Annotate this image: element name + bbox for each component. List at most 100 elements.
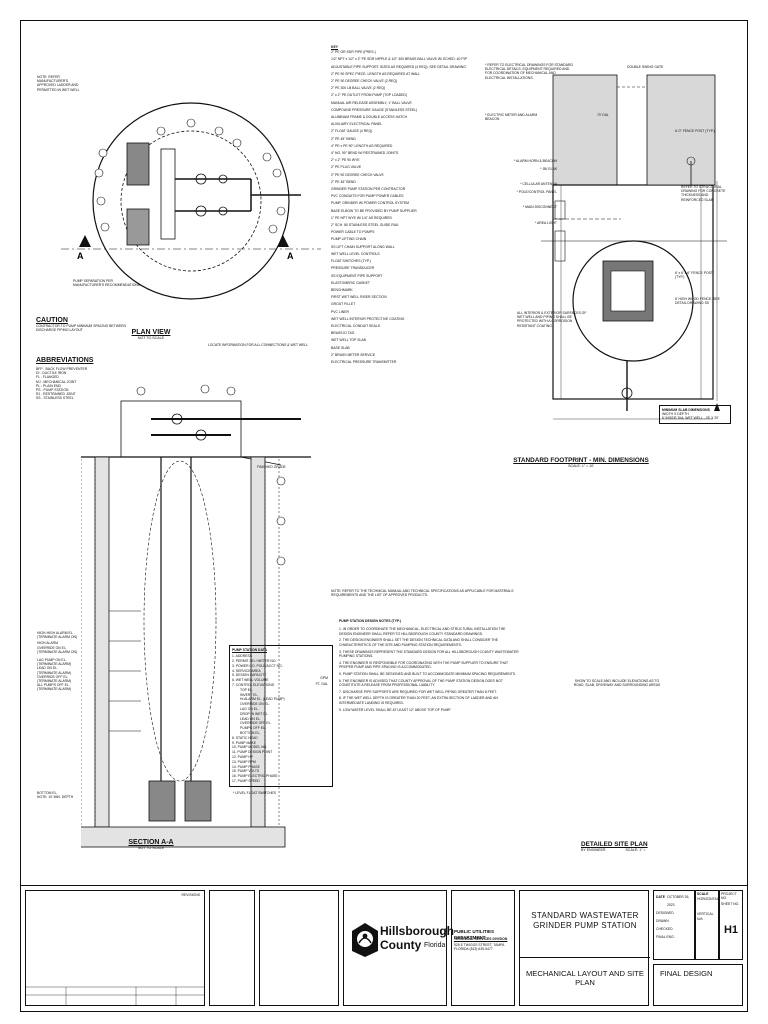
plan-view-label: PLAN VIEW NOT TO SCALE	[121, 329, 181, 340]
data-row: PUMPS OFF EL.	[240, 726, 266, 731]
site-plan-scale: SCALE: 1" =	[625, 848, 646, 852]
abbrev-item: DI - DUCTILE IRON	[36, 371, 67, 376]
section-label: SECTION A-A NOT TO SCALE	[111, 839, 191, 850]
plan-view-title: PLAN VIEW	[131, 329, 171, 336]
revisions-box: REVISIONS	[25, 890, 205, 1006]
county-logo-box: Hillsborough County Florida	[343, 890, 454, 1006]
site-plan-label: DETAILED SITE PLAN BY ENGINEER SCALE: 1"…	[581, 841, 681, 852]
key-item: 2" PE 45" BEND	[331, 136, 356, 141]
data-row: BOTTOM EL.	[240, 730, 261, 735]
data-row: TOP EL.	[240, 687, 253, 692]
key-item: 2" PE 300 LB BALL VALVE (2 REQ)	[331, 86, 386, 91]
footprint-label: * ALARM HORN & BEACON	[513, 159, 557, 163]
slab-box-line: WIDTH X DEPTH	[662, 412, 689, 417]
sheet-number-box: PROJECT NO. SHEET NO. H1	[719, 890, 743, 960]
key-item: COMPOUND PRESSURE GAUGE (STAINLESS STEEL…	[331, 107, 418, 112]
site-plan-title: DETAILED SITE PLAN	[581, 841, 648, 848]
seal-box-1	[209, 890, 255, 1006]
elevation-label: LEAD ON EL.	[37, 666, 58, 671]
section-title: SECTION A-A	[128, 839, 174, 846]
design-note: 1. IN ORDER TO COORDINATE THE MECHANICAL…	[339, 627, 506, 636]
data-row: OVERRIDE OFF EL.	[240, 721, 272, 726]
plan-view-scale: NOT TO SCALE	[137, 336, 165, 340]
section-scale: NOT TO SCALE	[137, 846, 165, 850]
data-row: 1. ADDRESS	[232, 654, 252, 659]
key-item: POWER CABLE TO PUMPS	[331, 230, 375, 235]
title-block: REVISIONS Hillsborough County Florida	[21, 885, 747, 1011]
slab-label: REFER TO STRUCTURAL DRAWING FOR CONCRETE…	[681, 185, 726, 202]
design-note: 9. LOW WATER LEVEL SHALL BE AT LEAST 12"…	[339, 707, 452, 712]
caution-text: CONTRACTOR TO PUMP MINIMUM SPACING BETWE…	[36, 324, 126, 333]
key-item: 2" BRASS METER SERVICE	[331, 352, 376, 357]
minimum-slab-box: MINIMUM SLAB DIMENSIONS WIDTH X DEPTH 6'…	[659, 405, 731, 424]
data-row: 4. SERVICE AREA	[232, 668, 261, 673]
date-value: OCTOBER 26, 2023	[666, 895, 690, 907]
bottom-el-label: BOTTOM EL.	[37, 791, 58, 795]
fence-post-small-label: 6' x 6' x 6" FENCE POST (TYP.)	[675, 271, 713, 280]
data-row: 9. PUMP MAKE	[232, 740, 257, 745]
abbrev-item: PL - PLAIN END	[36, 383, 61, 388]
design-note: 6. THE ENGINEER IS ADVISED THAT COUNTY A…	[339, 678, 503, 688]
field-label: DRAWN	[656, 919, 669, 923]
design-notes: PUMP STATION DESIGN NOTES (TYP.) 1. IN O…	[339, 619, 519, 714]
key-item: WET WELL TOP SLAB	[331, 338, 366, 343]
elevation-label: ALL PUMPS OFF EL.	[37, 683, 70, 688]
field-label: CHECKED	[656, 927, 673, 931]
key-item: BASE SLAB	[331, 345, 350, 350]
ladder-note: NOTE: REFER MANUFACTURER'S APPROVED LADD…	[37, 75, 80, 92]
data-row: 2. PERMIT / ID / METER NO.	[232, 659, 277, 663]
key-item: GRINDER PUMP STATION PER CONTRACTOR	[331, 187, 406, 192]
section-view-drawing	[81, 384, 311, 848]
key-item: 4" NO. 90" BEND W/ RESTRAINED JOINTS	[331, 151, 399, 156]
svg-text:A: A	[287, 251, 294, 261]
data-row: INVERT EL.	[240, 692, 259, 697]
elevation-label: OVERRIDE OFF EL.	[37, 674, 69, 679]
key-item: 2" PE 90 DEGREE CHECK VALVE (2 REQ)	[331, 79, 398, 84]
key-item: 1" PE NPT WYE W/ 1/4" AS REQUIRED	[331, 215, 392, 220]
project-title-line-2: GRINDER PUMP STATION	[533, 921, 637, 930]
design-note: 3. THESE DRAWINGS REPRESENT THE STANDARD…	[339, 649, 519, 659]
key-item: 1/2" NPT x 1/2" x 2" PE SDR NIPPLE & 1/2…	[331, 57, 467, 62]
elevation-label: (TERMINATE ALARM)	[37, 662, 72, 667]
sheet-no-label: SHEET NO.	[721, 902, 740, 907]
key-item: GROUT FILLET	[331, 302, 356, 307]
date-label: DATE	[656, 895, 665, 899]
design-note: 8. IF THE WET WELL DEPTH IS GREATER THAN…	[339, 696, 498, 705]
section-elevation-labels: HIGH-HIGH ALARM EL. (TERMINATE ALARM ON)…	[37, 631, 97, 692]
site-plan-by: BY ENGINEER	[581, 848, 606, 852]
project-title-line-1: STANDARD WASTEWATER	[531, 911, 639, 920]
plan-view-drawing: A A	[61, 102, 321, 300]
county-sub: County	[380, 938, 422, 952]
abbrev-item: MJ - MECHANICAL JOINT	[36, 379, 77, 384]
key-item: 2" x 2" PE OUTLET FROM PUMP (TOP LOADED)	[331, 93, 408, 98]
scale-box: SCALE HORIZONTAL VERTICAL N/A	[695, 890, 719, 960]
footprint-label-block: STANDARD FOOTPRINT - MIN. DIMENSIONS SCA…	[491, 457, 671, 468]
status-box: FINAL DESIGN	[653, 964, 743, 1006]
data-row: 12. PUMP HP	[232, 754, 254, 759]
revisions-label: REVISIONS	[181, 893, 200, 897]
vertical-label: VERTICAL	[697, 912, 714, 916]
key-item: PVC LINER	[331, 309, 349, 314]
data-row: 14. PUMP PHASE	[232, 764, 260, 769]
key-item: WET WELL INTERIOR PROTECTIVE COATING	[331, 316, 405, 321]
key-item: 2" PE OR SDR PIPE (PRES.)	[331, 50, 376, 55]
elevation-label: HIGH-HIGH ALARM EL.	[37, 631, 74, 635]
abbrev-item: RJ - RESTRAINED JOINT	[36, 392, 76, 397]
key-item: BENCHMARK	[331, 287, 353, 292]
department-box: PUBLIC UTILITIES DEPARTMENT TECHNICAL SE…	[451, 890, 515, 1006]
data-row: 17. PUMP SPEED	[232, 778, 260, 783]
key-item: 2" PE 90 SPEC PIECE, LENGTH AS REQUIRED …	[331, 71, 421, 76]
key-item: FIRST WET WELL RISER SECTION	[331, 295, 387, 300]
pump-station-data-table: PUMP STATION DATA 1. ADDRESS 2. PERMIT /…	[229, 645, 333, 787]
key-item: SS LIFT CHAIN SUPPORT ALONG WALL	[331, 244, 395, 249]
vertical-value: N/A	[697, 917, 703, 921]
data-row: 13. PUMP RPM	[232, 759, 256, 764]
data-row: OVERRIDE ON EL.	[240, 702, 270, 707]
section-top-note: LOCATE INFORMATION FOR ALL CONNECTIONS &…	[207, 343, 309, 347]
key-item: BRASS ID TAG	[331, 331, 355, 336]
data-footnote: * LEVEL FLOAT SWITCHES	[233, 791, 277, 795]
abbreviations-title: ABBREVIATIONS	[36, 357, 94, 364]
sheet-title: MECHANICAL LAYOUT AND SITE PLAN	[525, 969, 644, 987]
data-row: HI ALARM EL. (LEAD PUMP)	[240, 697, 285, 702]
abbrev-item: BFP - BACK FLOW PREVENTER	[36, 367, 88, 371]
